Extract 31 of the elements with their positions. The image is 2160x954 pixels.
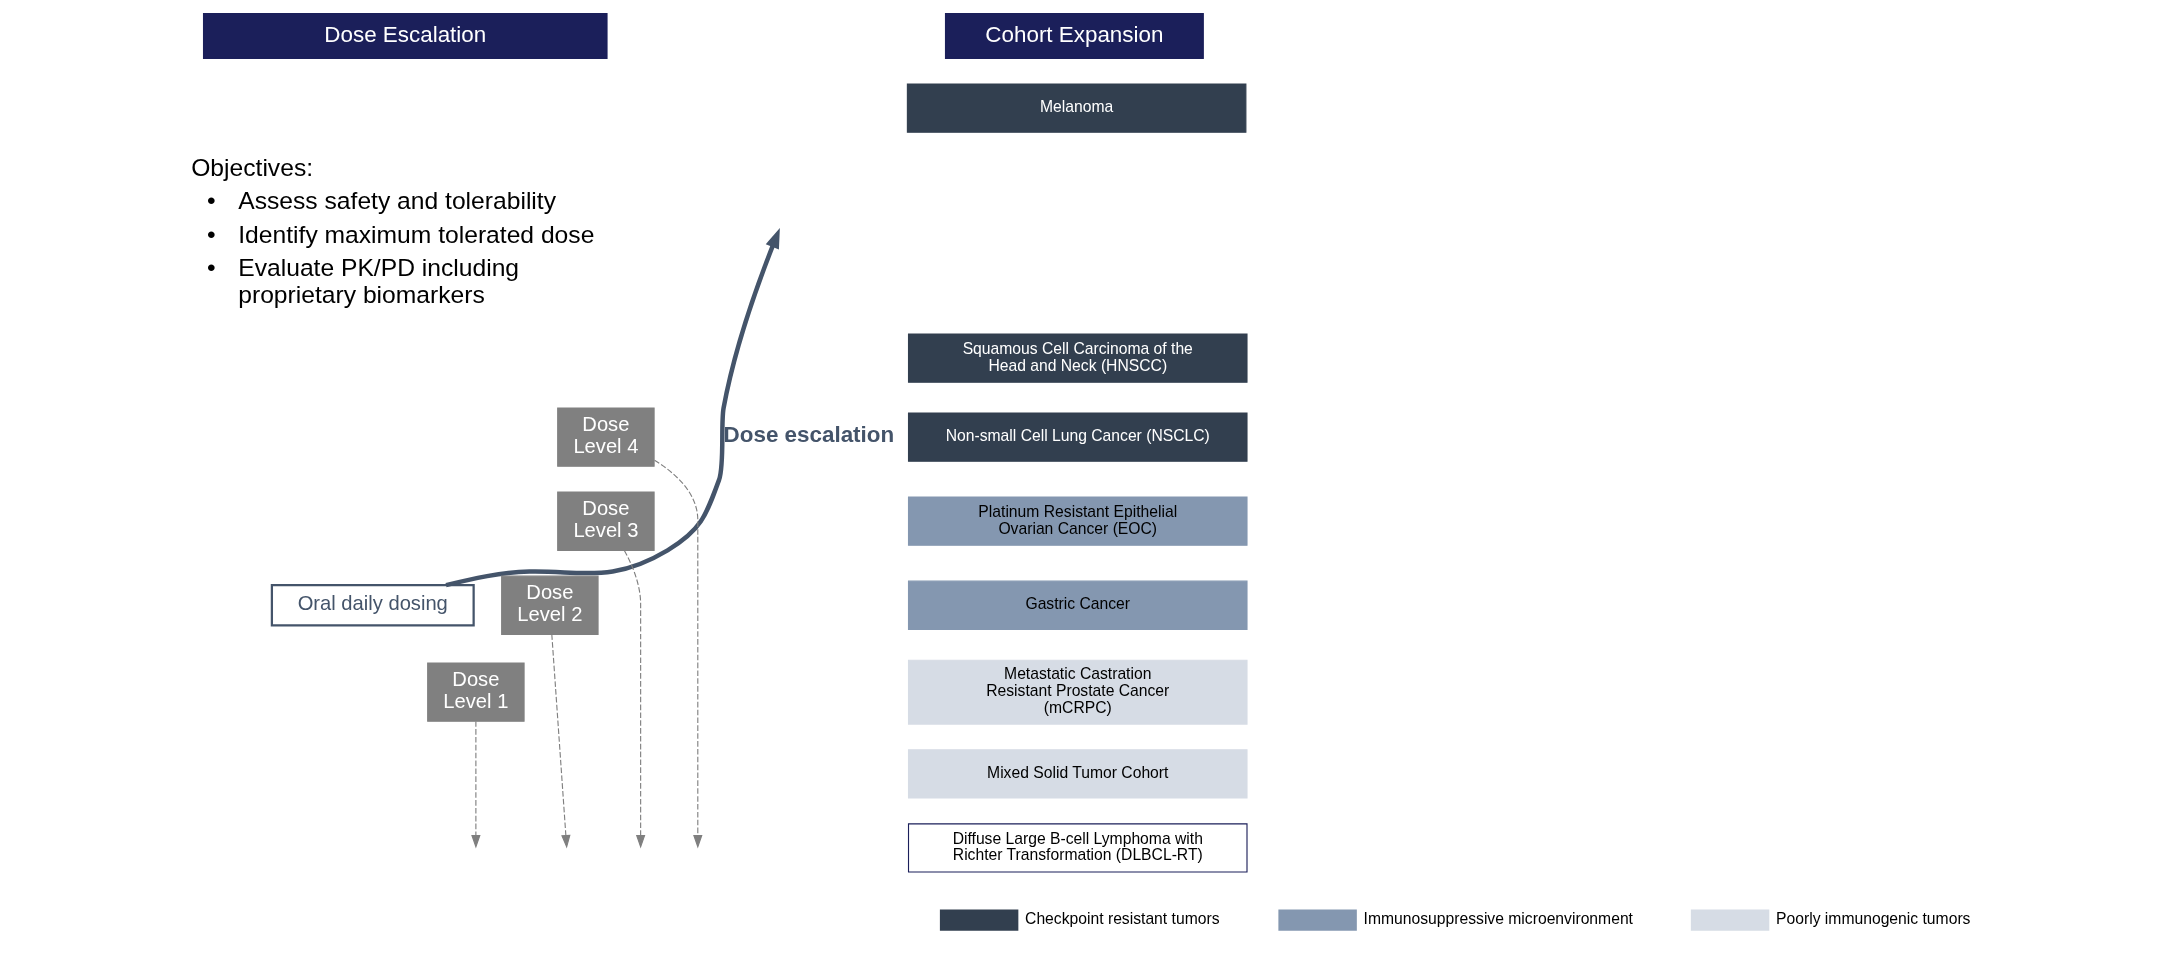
arrow	[551, 633, 571, 848]
legend-label: Checkpoint resistant tumors	[1025, 909, 1220, 927]
node-box: Mixed Solid Tumor Cohort	[907, 748, 1248, 799]
label: •	[206, 186, 216, 214]
arrow	[471, 720, 481, 848]
label: Evaluate PK/PD including proprietary biomarkers	[238, 253, 520, 308]
label: Assess safety and tolerability	[238, 186, 557, 214]
legend-label: Immunosuppressive microenvironment	[1363, 909, 1633, 927]
node-box: Gastric Cancer	[907, 580, 1248, 630]
node-box: Oral daily dosing	[270, 583, 475, 627]
node-box: Cohort Expansion	[944, 12, 1204, 59]
label: •	[206, 253, 216, 281]
node-box: Non-small Cell Lung Cancer (NSCLC)	[907, 412, 1248, 462]
arrow	[445, 227, 780, 587]
node-box: Dose Level 4	[557, 406, 655, 467]
arrow	[654, 459, 703, 848]
node-box: Platinum Resistant Epithelial Ovarian Cancer (EOC)	[907, 496, 1248, 546]
node-box: Squamous Cell Carcinoma of the Head and Neck (HNSCC)	[907, 333, 1248, 383]
label: •	[206, 220, 216, 248]
edge-label: Dose escalation	[723, 421, 895, 447]
label: Identify maximum tolerated dose	[238, 220, 595, 248]
node-box: Metastatic Castration Resistant Prostate Cancer (mCRPC)	[907, 659, 1248, 725]
node-box: Dose Escalation	[202, 12, 608, 59]
node-box: Dose Level 3	[557, 491, 655, 551]
node-box: Dose Level 2	[501, 575, 599, 635]
arrow	[623, 549, 646, 848]
legend-label: Poorly immunogenic tumors	[1776, 909, 1971, 927]
node-box: Dose Level 1	[427, 661, 525, 722]
node-box: Melanoma	[906, 83, 1247, 133]
node-box: Diffuse Large B-cell Lymphoma with Richter Transformation (DLBCL-RT)	[907, 822, 1248, 873]
label: Objectives:	[191, 153, 314, 181]
